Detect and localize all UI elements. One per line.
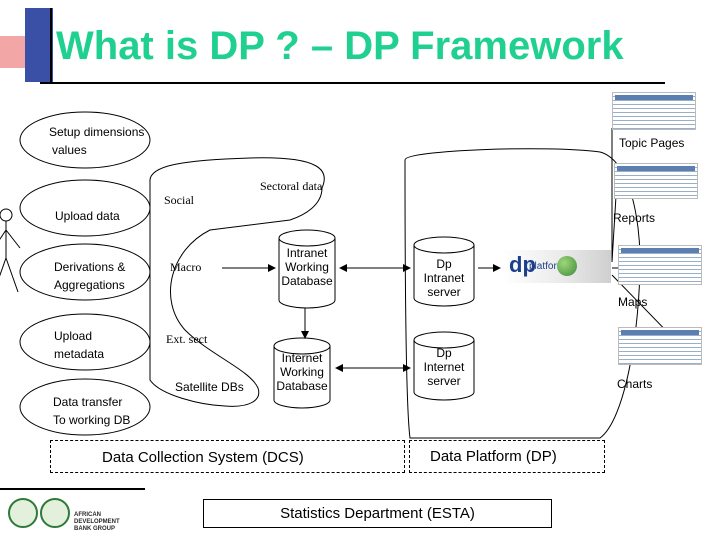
label-data-transfer-2: To working DB bbox=[53, 413, 131, 427]
afdb-emblem-icon-2 bbox=[40, 498, 70, 528]
label-derivations-1: Derivations & bbox=[54, 260, 126, 274]
label-internet-server-3: server bbox=[427, 374, 461, 388]
afdb-logo: AFRICAN DEVELOPMENT BANK GROUP bbox=[0, 488, 145, 538]
label-reports: Reports bbox=[613, 211, 656, 225]
label-setup-1: Setup dimensions bbox=[49, 125, 145, 139]
afdb-logo-line-2: BANK GROUP bbox=[74, 526, 116, 532]
label-intranet-server: Dp Intranet server bbox=[414, 257, 474, 299]
label-intranet-server-1: Dp bbox=[436, 257, 452, 271]
topic-pages-thumbnail bbox=[612, 92, 696, 130]
label-intranet-db-1: Intranet bbox=[286, 246, 328, 260]
label-topic-pages: Topic Pages bbox=[619, 136, 685, 150]
title-blue-square bbox=[25, 8, 53, 82]
label-intranet-server-3: server bbox=[427, 285, 461, 299]
label-satellite: Satellite DBs bbox=[175, 380, 244, 394]
dp-logo-word: platform bbox=[529, 261, 566, 272]
label-maps: Maps bbox=[618, 295, 648, 309]
data-sources-blob bbox=[149, 157, 325, 407]
reports-thumbnail bbox=[614, 163, 698, 199]
label-sectoral: Sectoral data bbox=[260, 179, 323, 193]
globe-icon bbox=[557, 256, 577, 276]
intranet-db-cylinder bbox=[278, 229, 336, 309]
label-intranet-db: Intranet Working Database bbox=[277, 246, 337, 288]
label-charts: Charts bbox=[617, 377, 653, 391]
label-internet-db-1: Internet bbox=[281, 351, 323, 365]
label-setup-2: values bbox=[52, 143, 87, 157]
oval-data-transfer bbox=[19, 378, 151, 436]
afdb-emblem-icon bbox=[8, 498, 38, 528]
label-upload-data: Upload data bbox=[55, 209, 120, 223]
dcs-box bbox=[50, 440, 405, 473]
label-internet-db-2: Working bbox=[280, 365, 324, 379]
dp-logo-mark: dp bbox=[509, 252, 536, 277]
label-dp: Data Platform (DP) bbox=[430, 448, 557, 465]
oval-setup bbox=[19, 111, 151, 169]
title-vertical-rule bbox=[50, 8, 52, 84]
label-derivations-2: Aggregations bbox=[54, 278, 125, 292]
slide-title: What is DP ? – DP Framework bbox=[56, 24, 624, 68]
label-data-transfer-1: Data transfer bbox=[53, 395, 123, 409]
label-dcs: Data Collection System (DCS) bbox=[102, 449, 304, 466]
fan-reports bbox=[611, 195, 617, 263]
label-intranet-db-2: Working bbox=[285, 260, 329, 274]
label-upload-metadata-2: metadata bbox=[54, 347, 105, 361]
intranet-server-cylinder bbox=[413, 236, 475, 307]
label-internet-db: Internet Working Database bbox=[272, 351, 332, 393]
maps-thumbnail bbox=[618, 245, 702, 285]
label-ext-sect: Ext. sect bbox=[166, 332, 208, 346]
esta-box: Statistics Department (ESTA) bbox=[203, 499, 552, 528]
title-underline bbox=[40, 82, 665, 84]
label-internet-db-3: Database bbox=[276, 379, 328, 393]
label-internet-server: Dp Internet server bbox=[414, 346, 474, 388]
label-upload-metadata-1: Upload bbox=[54, 329, 93, 343]
label-intranet-server-2: Intranet bbox=[423, 271, 465, 285]
label-internet-server-2: Internet bbox=[423, 360, 465, 374]
afdb-logo-line-1: AFRICAN DEVELOPMENT bbox=[74, 512, 120, 525]
charts-thumbnail bbox=[618, 327, 702, 365]
dp-box bbox=[409, 440, 605, 473]
label-social: Social bbox=[164, 193, 194, 207]
label-macro: Macro bbox=[170, 260, 202, 274]
label-internet-server-1: Dp bbox=[436, 346, 452, 360]
label-intranet-db-3: Database bbox=[281, 274, 333, 288]
internet-server-cylinder bbox=[413, 331, 475, 401]
afdb-logo-text: AFRICAN DEVELOPMENT BANK GROUP bbox=[74, 512, 145, 533]
user-figure-icon bbox=[0, 208, 21, 293]
data-platform-logo: dp platform bbox=[503, 250, 611, 283]
